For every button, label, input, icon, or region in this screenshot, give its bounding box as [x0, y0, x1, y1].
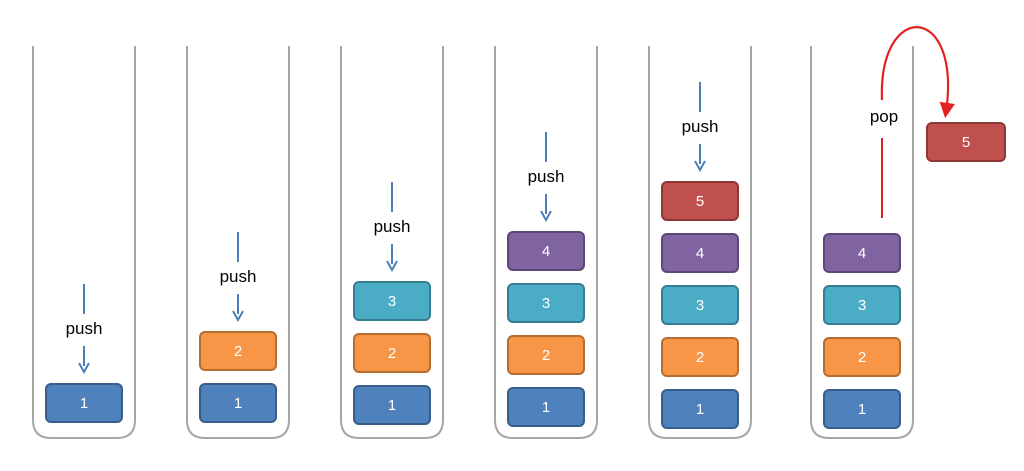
block-shape	[353, 333, 431, 373]
stack-block-4: 4	[823, 233, 901, 273]
operation-label: push	[682, 117, 719, 136]
block-value: 3	[858, 297, 866, 314]
arrow-down-icon	[540, 210, 552, 223]
block-shape	[823, 389, 901, 429]
stack-panel-3: 1 2 3 push	[340, 46, 444, 439]
stack-panel-4: 1 2 3 4 push	[494, 46, 598, 439]
block-value: 1	[388, 397, 396, 414]
stack-container	[810, 46, 914, 439]
block-value: 1	[696, 401, 704, 418]
stack-block-1: 1	[353, 385, 431, 425]
block-shape	[661, 233, 739, 273]
stack-block-2: 2	[823, 337, 901, 377]
operation-label: pop	[870, 107, 898, 126]
stack-panel-2: 1 2 push	[186, 46, 290, 439]
stack-panel-6: 1 2 3 4 pop 5	[810, 26, 1006, 439]
block-shape	[507, 335, 585, 375]
operation-label: push	[528, 167, 565, 186]
block-shape	[353, 385, 431, 425]
block-shape	[926, 122, 1006, 162]
popped-block-5: 5	[926, 122, 1006, 162]
block-value: 2	[388, 345, 396, 362]
stack-panel-1: 1 push	[32, 46, 136, 439]
stack-block-1: 1	[661, 389, 739, 429]
block-value: 3	[542, 295, 550, 312]
arrow-down-icon	[386, 260, 398, 273]
stack-block-3: 3	[353, 281, 431, 321]
block-value: 4	[696, 245, 704, 262]
stack-block-3: 3	[507, 283, 585, 323]
block-shape	[823, 337, 901, 377]
stack-block-3: 3	[823, 285, 901, 325]
block-shape	[661, 389, 739, 429]
block-value: 2	[858, 349, 866, 366]
block-shape	[45, 383, 123, 423]
stack-block-2: 2	[661, 337, 739, 377]
stack-block-5: 5	[661, 181, 739, 221]
block-value: 4	[858, 245, 866, 262]
block-shape	[661, 285, 739, 325]
stack-container	[186, 46, 290, 439]
block-shape	[507, 283, 585, 323]
stack-container	[494, 46, 598, 439]
block-shape	[507, 387, 585, 427]
stack-block-1: 1	[823, 389, 901, 429]
stack-container	[648, 46, 752, 439]
arrow-down-icon	[232, 310, 244, 323]
block-value: 1	[80, 395, 88, 412]
block-value: 2	[234, 343, 242, 360]
block-value: 4	[542, 243, 550, 260]
arrow-down-icon	[694, 160, 706, 173]
block-value: 1	[858, 401, 866, 418]
block-value: 3	[696, 297, 704, 314]
stack-block-1: 1	[199, 383, 277, 423]
stack-container	[340, 46, 444, 439]
block-value: 2	[542, 347, 550, 364]
block-shape	[199, 383, 277, 423]
operation-label: push	[220, 267, 257, 286]
pop-curved-arrow	[880, 26, 955, 119]
block-shape	[823, 285, 901, 325]
block-shape	[823, 233, 901, 273]
block-shape	[661, 181, 739, 221]
stack-block-1: 1	[45, 383, 123, 423]
block-value: 2	[696, 349, 704, 366]
block-value: 3	[388, 293, 396, 310]
block-shape	[661, 337, 739, 377]
stack-block-1: 1	[507, 387, 585, 427]
stack-block-4: 4	[661, 233, 739, 273]
block-shape	[507, 231, 585, 271]
operation-label: push	[374, 217, 411, 236]
block-value: 5	[696, 193, 704, 210]
stack-block-2: 2	[353, 333, 431, 373]
block-shape	[199, 331, 277, 371]
block-value: 1	[234, 395, 242, 412]
arrow-down-icon	[78, 362, 90, 375]
stack-panel-5: 1 2 3 4 5 push	[648, 46, 752, 439]
stack-container	[32, 46, 136, 439]
stack-block-2: 2	[199, 331, 277, 371]
block-value: 5	[962, 134, 970, 151]
operation-label: push	[66, 319, 103, 338]
stack-block-4: 4	[507, 231, 585, 271]
block-shape	[353, 281, 431, 321]
stack-block-2: 2	[507, 335, 585, 375]
block-value: 1	[542, 399, 550, 416]
stack-block-3: 3	[661, 285, 739, 325]
